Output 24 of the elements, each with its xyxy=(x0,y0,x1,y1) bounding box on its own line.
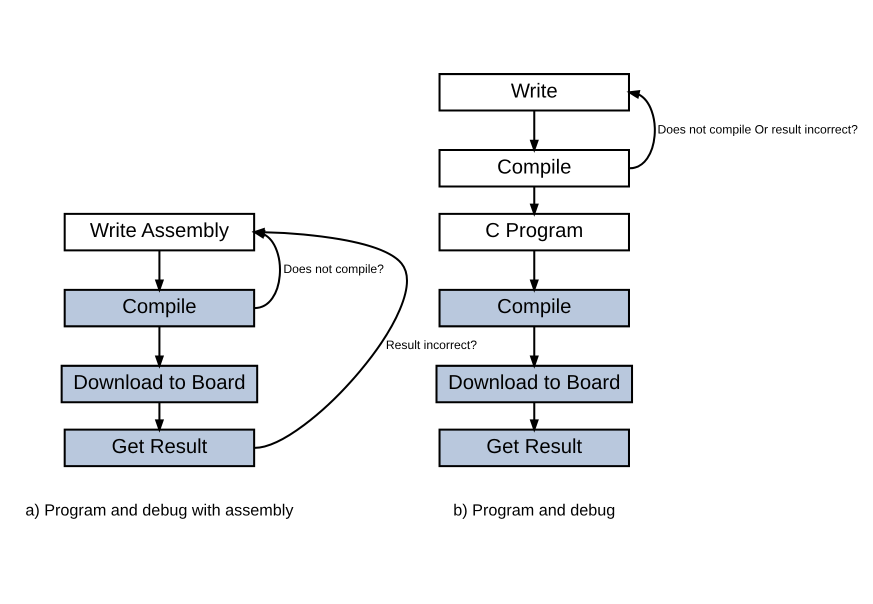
arrow xyxy=(530,326,539,369)
node-box: Get Result xyxy=(64,428,256,468)
label: b) Program and debug xyxy=(453,502,616,520)
arrow xyxy=(530,110,539,153)
node-box: Download to Board xyxy=(60,364,258,404)
arrow xyxy=(530,402,539,433)
arrow xyxy=(626,90,656,170)
arrow xyxy=(530,250,539,293)
node-box: Compile xyxy=(438,149,630,188)
node-box: Write xyxy=(438,73,630,112)
arrow xyxy=(154,402,164,433)
node-box: Get Result xyxy=(438,428,630,468)
node-box: Download to Board xyxy=(435,364,634,404)
arrow xyxy=(154,326,164,369)
node-box: Write Assembly xyxy=(64,212,256,252)
arrow xyxy=(530,186,539,217)
label: a) Program and debug with assembly xyxy=(25,502,294,520)
node-box: C Program xyxy=(438,212,630,252)
edge-label: Does not compile? xyxy=(283,262,384,276)
node-box: Compile xyxy=(64,288,256,328)
node-box: Compile xyxy=(438,288,630,328)
arrow xyxy=(154,250,164,293)
edge-label: Result incorrect? xyxy=(386,338,477,352)
edge-label: Does not compile Or result incorrect? xyxy=(657,122,858,136)
